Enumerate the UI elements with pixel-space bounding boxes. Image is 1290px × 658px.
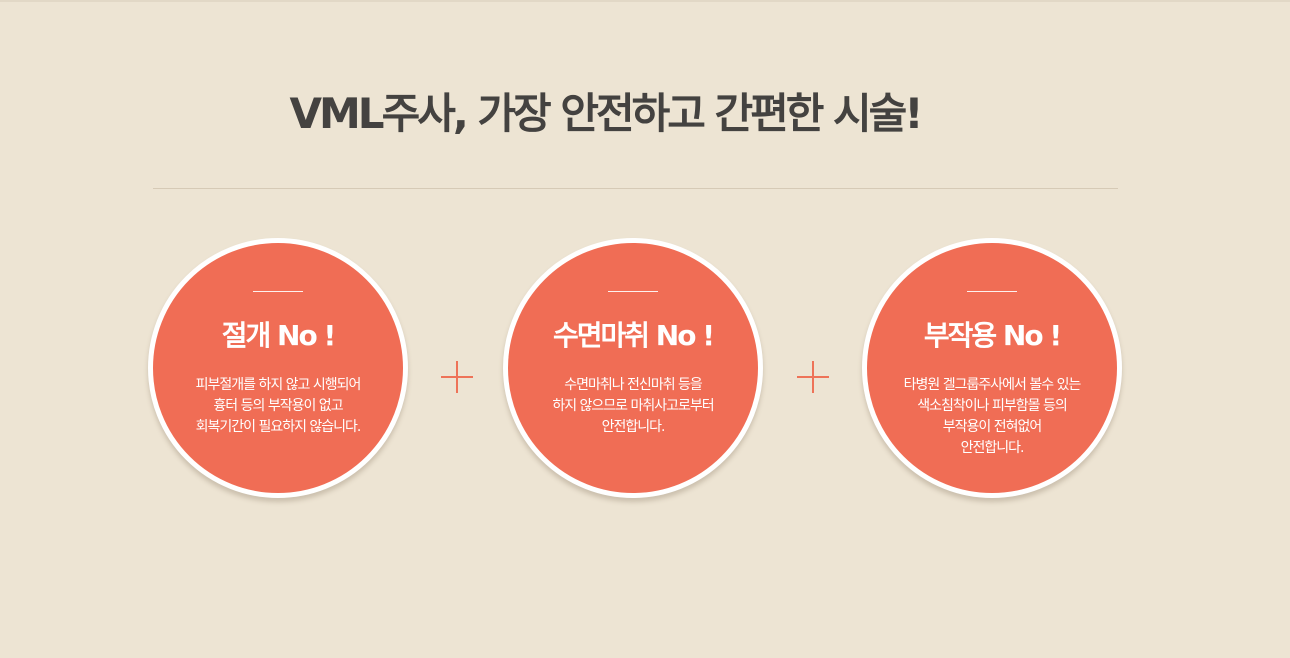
feature-title: 절개 No !: [221, 319, 336, 352]
feature-desc-line: 안전합니다.: [960, 440, 1025, 456]
title-divider: [153, 188, 1118, 189]
circle-accent-line: [253, 291, 303, 292]
page-title: VML주사, 가장 안전하고 간편한 시술!: [289, 89, 924, 138]
feature-desc-line: 색소침착이나 피부함몰 등의: [917, 398, 1067, 414]
feature-desc-line: 피부절개를 하지 않고 시행되어: [195, 377, 362, 393]
feature-desc-line: 하지 않으므로 마취사고로부터: [552, 398, 714, 414]
circle-accent-line: [967, 291, 1017, 292]
feature-title: 부작용 No !: [923, 319, 1062, 352]
feature-title: 수면마취 No !: [553, 319, 715, 352]
feature-desc-line: 회복기간이 필요하지 않습니다.: [195, 419, 362, 435]
feature-description: 타병원 겔그룹주사에서 볼수 있는 색소침착이나 피부함몰 등의 부작용이 전혀…: [867, 375, 1117, 459]
feature-circle-side-effects: 부작용 No ! 타병원 겔그룹주사에서 볼수 있는 색소침착이나 피부함몰 등…: [862, 238, 1122, 498]
feature-desc-line: 부작용이 전혀없어: [942, 419, 1043, 435]
feature-description: 수면마취나 전신마취 등을 하지 않으므로 마취사고로부터 안전합니다.: [508, 375, 758, 438]
feature-circle-anesthesia: 수면마취 No ! 수면마취나 전신마취 등을 하지 않으므로 마취사고로부터 …: [503, 238, 763, 498]
feature-description: 피부절개를 하지 않고 시행되어 흉터 등의 부작용이 없고 회복기간이 필요하…: [153, 375, 403, 438]
plus-icon: [797, 361, 829, 393]
feature-desc-line: 타병원 겔그룹주사에서 볼수 있는: [903, 377, 1082, 393]
feature-desc-line: 흉터 등의 부작용이 없고: [213, 398, 343, 414]
feature-desc-line: 안전합니다.: [601, 419, 666, 435]
circle-accent-line: [608, 291, 658, 292]
plus-icon: [441, 361, 473, 393]
feature-circle-incision: 절개 No ! 피부절개를 하지 않고 시행되어 흉터 등의 부작용이 없고 회…: [148, 238, 408, 498]
top-border: [0, 0, 1290, 2]
feature-desc-line: 수면마취나 전신마취 등을: [564, 377, 703, 393]
